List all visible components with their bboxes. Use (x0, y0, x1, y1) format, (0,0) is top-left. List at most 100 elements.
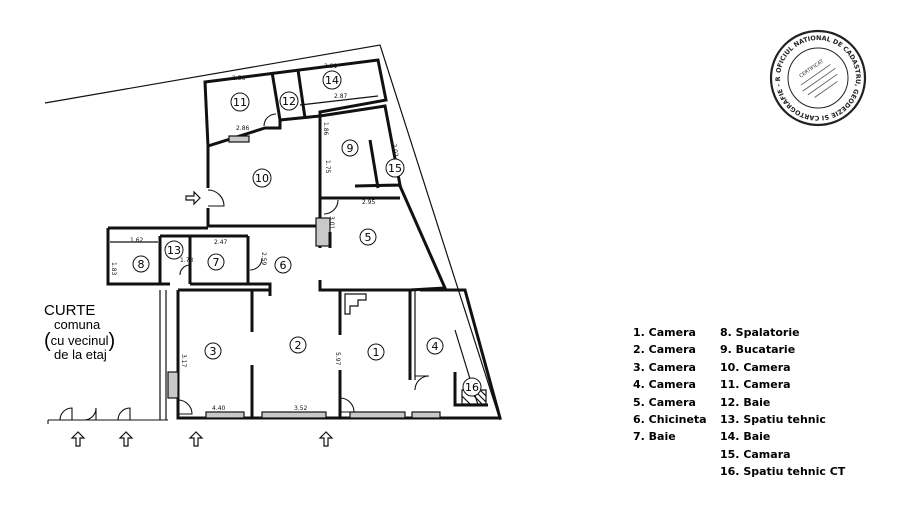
dimension-label: 2.86 (236, 125, 250, 132)
dimension-label: 3.52 (294, 405, 308, 412)
dimension-label: 2.47 (214, 239, 228, 246)
room-number-1: 1 (367, 343, 385, 361)
wall-12-14 (296, 69, 307, 119)
legend-item: 14. Baie (720, 430, 771, 444)
dimension-label: 2.59 (260, 252, 267, 266)
wall-room-15 (368, 139, 380, 189)
dimension-label: 2.91 (324, 63, 338, 70)
courtyard-line-2-text: cu vecinul (50, 333, 109, 348)
dimension-label: 3.01 (328, 216, 335, 230)
room-number-text: 7 (213, 256, 220, 269)
room-number-text: 6 (280, 259, 287, 272)
wall-room-5 (318, 185, 448, 292)
room-number-11: 11 (230, 92, 250, 112)
door-swing-icon (177, 399, 193, 415)
stairs-icon (344, 293, 367, 315)
legend-item: 9. Bucatarie (720, 343, 796, 357)
property-boundary (44, 44, 501, 421)
legend-item: 15. Camara (720, 447, 791, 461)
legend-item: 10. Camera (720, 360, 791, 374)
window-left (167, 371, 179, 399)
legend-item: 13. Spatiu tehnic (720, 413, 826, 427)
window-3 (205, 411, 245, 419)
room-number-16: 16 (462, 377, 482, 397)
room-number-6: 6 (274, 256, 292, 274)
dimension-label: 2.56 (232, 75, 246, 82)
door-swing-icon (414, 375, 430, 391)
legend-item: 7. Baie (633, 430, 676, 444)
dimension-label: 4.40 (212, 405, 226, 412)
room-number-text: 9 (347, 142, 354, 155)
room-number-13: 13 (164, 240, 184, 260)
legend-item: 4. Camera (633, 378, 696, 392)
dimension-label: 1.86 (322, 122, 329, 136)
legend-column-2: 8. Spalatorie 9. Bucatarie 10. Camera 11. C… (720, 324, 845, 481)
door-swing-icon (249, 257, 263, 271)
courtyard-title: CURTE (44, 302, 96, 319)
door-swing-icon (323, 199, 339, 215)
room-number-12: 12 (279, 91, 299, 111)
room-number-text: 12 (282, 95, 296, 108)
wall-room-10 (206, 146, 322, 248)
room-number-text: 10 (255, 172, 269, 185)
wall-room-9 (318, 104, 402, 200)
wall-room-16 (453, 372, 488, 407)
window-4 (411, 411, 441, 419)
room-number-4: 4 (426, 337, 444, 355)
room-number-text: 14 (325, 74, 339, 87)
room-number-10: 10 (252, 168, 272, 188)
legend-item: 5. Camera (633, 395, 696, 409)
room-number-text: 3 (210, 345, 217, 358)
room-number-text: 1 (373, 346, 380, 359)
room-number-7: 7 (207, 253, 225, 271)
room-number-2: 2 (289, 336, 307, 354)
legend-item: 12. Baie (720, 395, 771, 409)
svg-text:CERTIFICAT: CERTIFICAT (798, 58, 825, 80)
courtyard-line-3: de la etaj (54, 347, 107, 362)
door-swing-icon (179, 264, 191, 276)
wall-annex (106, 226, 272, 296)
room-number-14: 14 (322, 70, 342, 90)
room-number-text: 5 (365, 231, 372, 244)
wall-14-bottom (299, 95, 379, 106)
door-swing-icon (339, 397, 355, 413)
radiator (228, 135, 250, 143)
dimension-label: 5.97 (334, 352, 341, 366)
legend-item: 2. Camera (633, 343, 696, 357)
yard-gate-icon (47, 407, 168, 424)
legend-item: 6. Chicineta (633, 413, 707, 427)
room-number-text: 4 (432, 340, 439, 353)
room-number-3: 3 (204, 342, 222, 360)
room-number-8: 8 (132, 255, 150, 273)
courtyard-line-1: comuna (54, 317, 101, 332)
room-number-5: 5 (359, 228, 377, 246)
door-swing-icon (207, 189, 225, 207)
dimension-label: 2.87 (334, 93, 348, 100)
dimension-label: 2.95 (362, 199, 376, 206)
cadastre-stamp: OFICIUL NATIONAL DE CADASTRU, GEODEZIE S… (768, 28, 867, 127)
legend-item: 3. Camera (633, 360, 696, 374)
courtyard-label: CURTE comuna (cu vecinul) de la etaj (44, 302, 164, 362)
dimension-label: 3.17 (180, 354, 187, 368)
legend-item: 11. Camera (720, 378, 791, 392)
entrance-arrow-icon (70, 190, 334, 447)
dimension-label: 1.83 (110, 262, 117, 276)
column (315, 217, 331, 247)
legend-item: 8. Spalatorie (720, 326, 800, 339)
window-2 (261, 411, 327, 419)
window-1 (349, 411, 406, 419)
dimension-label: 2.02 (390, 143, 399, 158)
dimension-label: 1.75 (324, 160, 331, 174)
room-number-text: 15 (388, 162, 402, 175)
room-number-text: 16 (465, 381, 479, 394)
room-number-15: 15 (385, 158, 405, 178)
dimension-label: 1.62 (130, 237, 144, 244)
dimension-label: 1.73 (180, 257, 194, 264)
room-number-text: 2 (295, 339, 302, 352)
room-number-text: 8 (138, 258, 145, 271)
legend-item: 1. Camera (633, 326, 696, 339)
legend-column-1: 1. Camera 2. Camera 3. Camera 4. Camera 5. C… (633, 324, 707, 446)
legend-item: 16. Spatiu tehnic CT (720, 465, 846, 479)
room-number-text: 11 (233, 96, 247, 109)
